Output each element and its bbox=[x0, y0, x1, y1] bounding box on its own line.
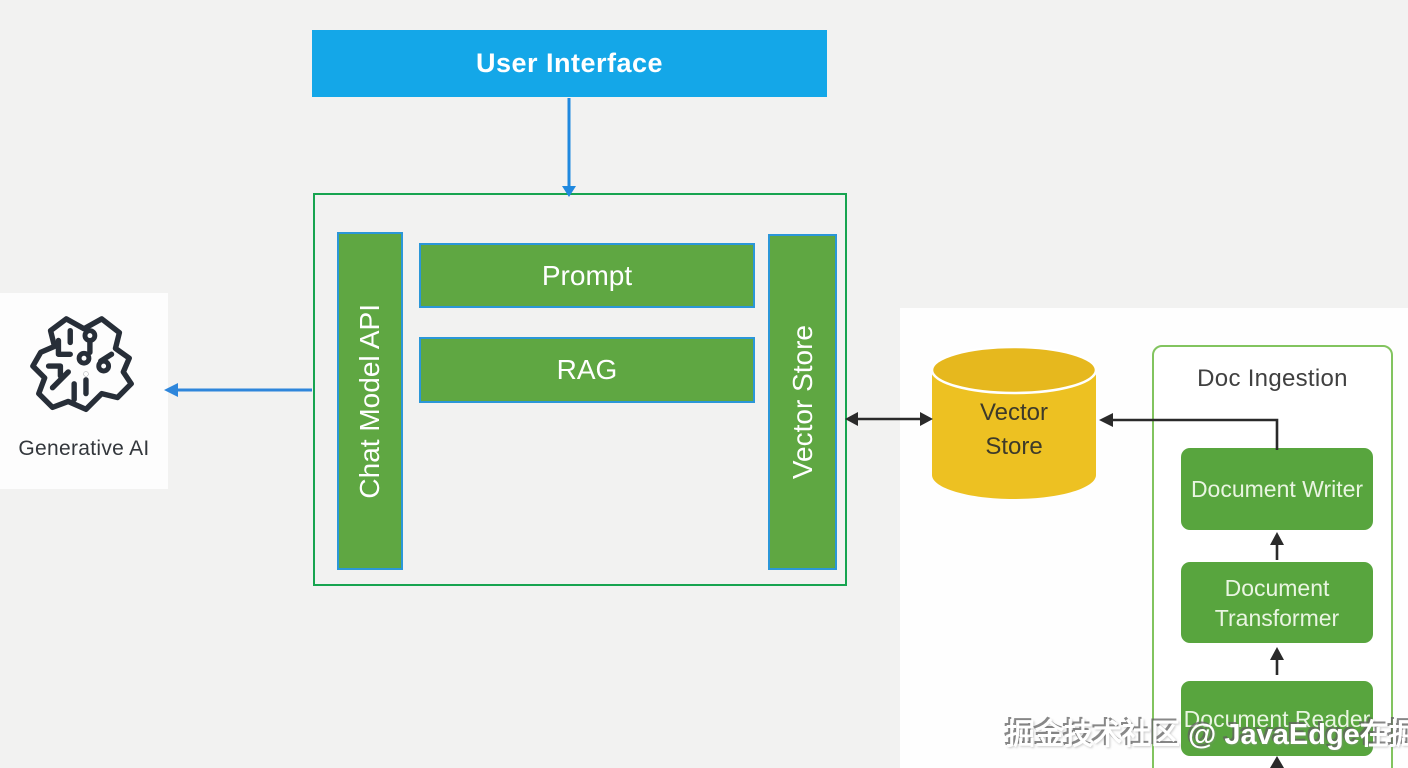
generative-ai-label: Generative AI bbox=[18, 437, 150, 460]
generative-ai-card: Generative AI bbox=[0, 293, 168, 489]
chat-model-api-box: Chat Model API bbox=[337, 232, 403, 570]
document-reader-label: Document Reader bbox=[1183, 705, 1371, 732]
user-interface-box: User Interface bbox=[312, 30, 827, 97]
user-interface-label: User Interface bbox=[475, 48, 664, 78]
document-reader-box: Document Reader bbox=[1181, 681, 1373, 756]
chat-model-api-label: Chat Model API bbox=[354, 303, 385, 499]
vector-store-bar-label: Vector Store bbox=[786, 324, 818, 480]
document-transformer-box: Document Transformer bbox=[1181, 562, 1373, 643]
doc-ingestion-panel: Doc Ingestion Document Writer Document T… bbox=[1152, 345, 1393, 768]
document-transformer-label: Document Transformer bbox=[1214, 574, 1340, 631]
vector-store-bar: Vector Store bbox=[768, 234, 837, 570]
prompt-box: Prompt bbox=[419, 243, 755, 308]
document-writer-box: Document Writer bbox=[1181, 448, 1373, 530]
database-cylinder-icon bbox=[930, 345, 1098, 499]
arrow-app-to-generative-ai bbox=[164, 383, 312, 397]
vector-store-db-label: Vector Store bbox=[979, 399, 1049, 460]
prompt-label: Prompt bbox=[541, 259, 633, 291]
vector-store-cylinder bbox=[930, 343, 1098, 501]
doc-ingestion-title: Doc Ingestion bbox=[1197, 365, 1348, 392]
watermark-text: 掘金技术社区 @ JavaEdge在掘金 bbox=[1006, 719, 1408, 751]
app-container: Chat Model API Prompt RAG Vector Store bbox=[313, 193, 847, 586]
document-writer-label: Document Writer bbox=[1190, 476, 1364, 502]
brain-circuit-icon bbox=[30, 316, 134, 413]
rag-label: RAG bbox=[556, 354, 618, 385]
arrow-ui-to-app bbox=[562, 98, 576, 197]
rag-box: RAG bbox=[419, 337, 755, 403]
